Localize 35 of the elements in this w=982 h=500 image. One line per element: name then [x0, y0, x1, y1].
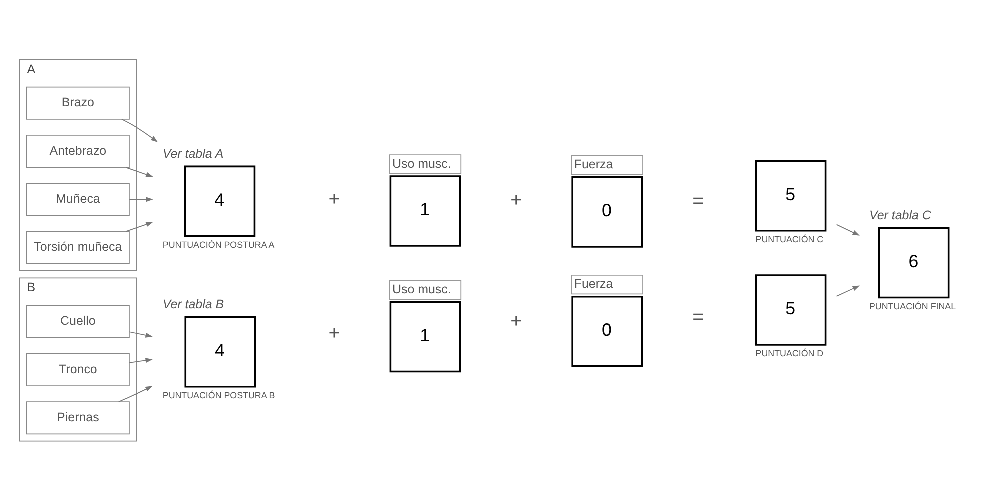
arrow — [129, 196, 154, 202]
node-box: Brazo — [26, 86, 130, 120]
arrow — [126, 166, 154, 177]
arrow — [126, 222, 154, 232]
arrow — [118, 386, 153, 402]
node-label: Ver tabla B — [162, 297, 224, 312]
node-box: Torsión muñeca — [26, 230, 130, 264]
arrow — [129, 358, 153, 363]
node-box-text: 6 — [878, 226, 950, 298]
label: + — [328, 188, 340, 210]
node-box: 5 — [755, 274, 827, 346]
label: + — [510, 188, 522, 211]
label: + — [328, 322, 340, 344]
node-label: PUNTUACIÓN POSTURA B — [162, 390, 276, 400]
node-label: Ver tabla C — [869, 208, 932, 222]
node-label: PUNTUACIÓN D — [756, 348, 824, 358]
node-box: 5 — [755, 160, 827, 232]
arrow — [836, 285, 860, 296]
arrow — [836, 224, 860, 236]
node-label: Ver tabla A — [162, 146, 224, 160]
node-box: Antebrazo — [26, 134, 130, 168]
node-box-text: 4 — [184, 165, 256, 237]
node-box: Cuello — [26, 304, 130, 338]
label: + — [510, 310, 522, 332]
node-label: PUNTUACIÓN FINAL — [869, 300, 956, 311]
arrow — [129, 331, 153, 338]
arrow — [122, 118, 158, 142]
node-box: Muñeca — [26, 182, 130, 216]
node-label: PUNTUACIÓN C — [756, 234, 824, 244]
node-box: Tronco — [26, 352, 130, 386]
label: = — [692, 306, 704, 328]
node-box: Piernas — [26, 401, 130, 434]
node-label: PUNTUACIÓN POSTURA A — [162, 239, 275, 250]
label: = — [692, 190, 704, 212]
node-box-text: 4 — [184, 316, 256, 388]
